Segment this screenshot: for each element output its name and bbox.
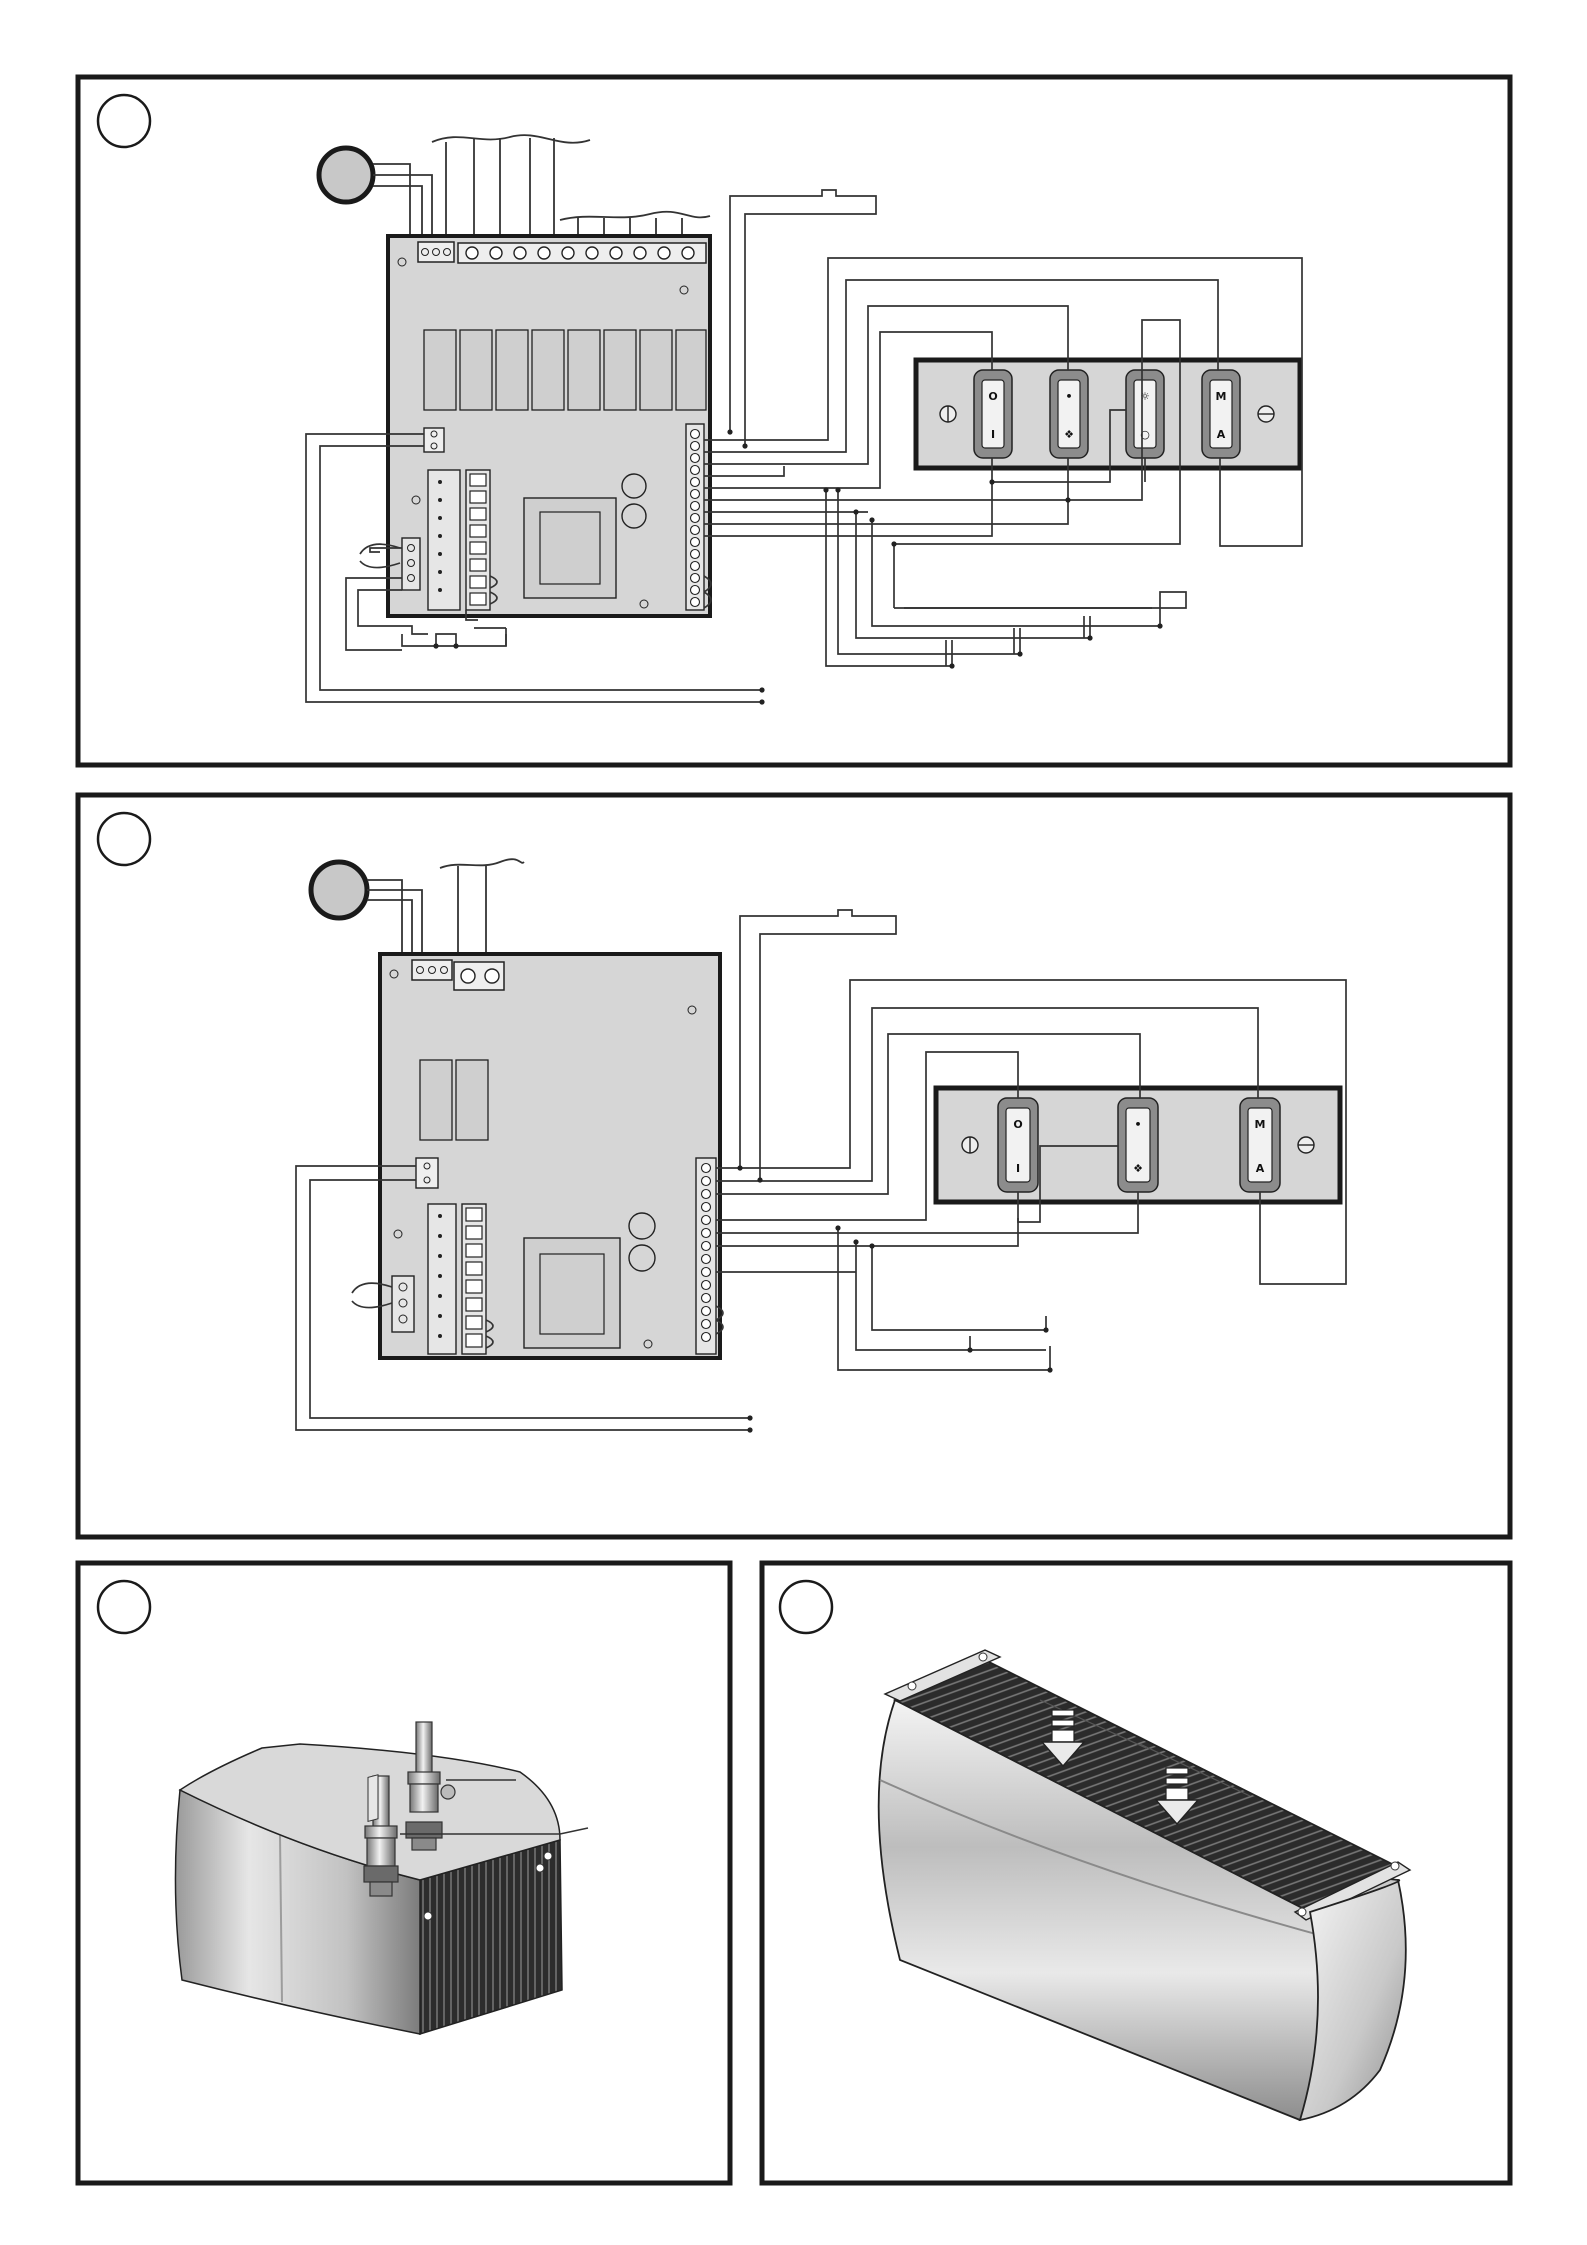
relay [420,1060,452,1140]
motor-wires [367,859,524,958]
switch-label-top: O [988,390,997,403]
aux-connector [424,428,444,452]
switch-label-top: O [1013,1118,1022,1131]
motor-icon [319,148,373,202]
switch-label-bottom: A [1256,1162,1265,1175]
transformer [524,498,616,598]
rocker-switch-power[interactable]: O I [998,1098,1038,1192]
terminal-block-left [428,1204,456,1354]
switch-label-top: • [1134,1118,1141,1131]
motor-unit-illustration [78,1563,730,2183]
motor-icon [311,862,367,918]
filter-housing [879,1650,1410,2120]
switch-label-bottom: I [1016,1162,1020,1175]
control-board [388,236,710,616]
rocker-switch-heat[interactable]: ☼ ○ [1126,370,1164,458]
switch-label-top: • [1065,390,1072,403]
switch-label-bottom: A [1217,428,1226,441]
switch-label-bottom: ❖ [1064,428,1074,441]
supply-cables [432,135,710,242]
figure-marker [780,1581,832,1633]
wire-junctions [737,1165,1052,1432]
switch-label-top: M [1216,390,1227,403]
figure-marker [98,1581,150,1633]
motor-wires [373,164,432,239]
valve-knob-icon [441,1785,455,1799]
switch-panel: O I • ❖ ☼ ○ M A [916,360,1300,468]
rocker-switch-fan[interactable]: • ❖ [1050,370,1088,458]
motor-connector [418,242,454,262]
relay [456,1060,488,1140]
rocker-switch-mode[interactable]: M A [1240,1098,1280,1192]
motor-connector [412,960,452,980]
switch-label-top: M [1255,1118,1266,1131]
figure-marker [98,813,150,865]
filter-unit-illustration [762,1563,1510,2183]
switch-label-bottom: ❖ [1133,1162,1143,1175]
rocker-switch-power[interactable]: O I [974,370,1012,458]
rocker-switch-mode[interactable]: M A [1202,370,1240,458]
terminal-block-left [428,470,460,610]
wiring-diagram-full: O I • ❖ ☼ ○ M A [78,77,1510,765]
switch-label-bottom: I [991,428,995,441]
switch-panel: O I • ❖ M A [936,1088,1340,1202]
figure-marker [98,95,150,147]
wiring-diagram-reduced: O I • ❖ M A [78,795,1510,1537]
control-board [380,954,720,1358]
rocker-switch-fan[interactable]: • ❖ [1118,1098,1158,1192]
